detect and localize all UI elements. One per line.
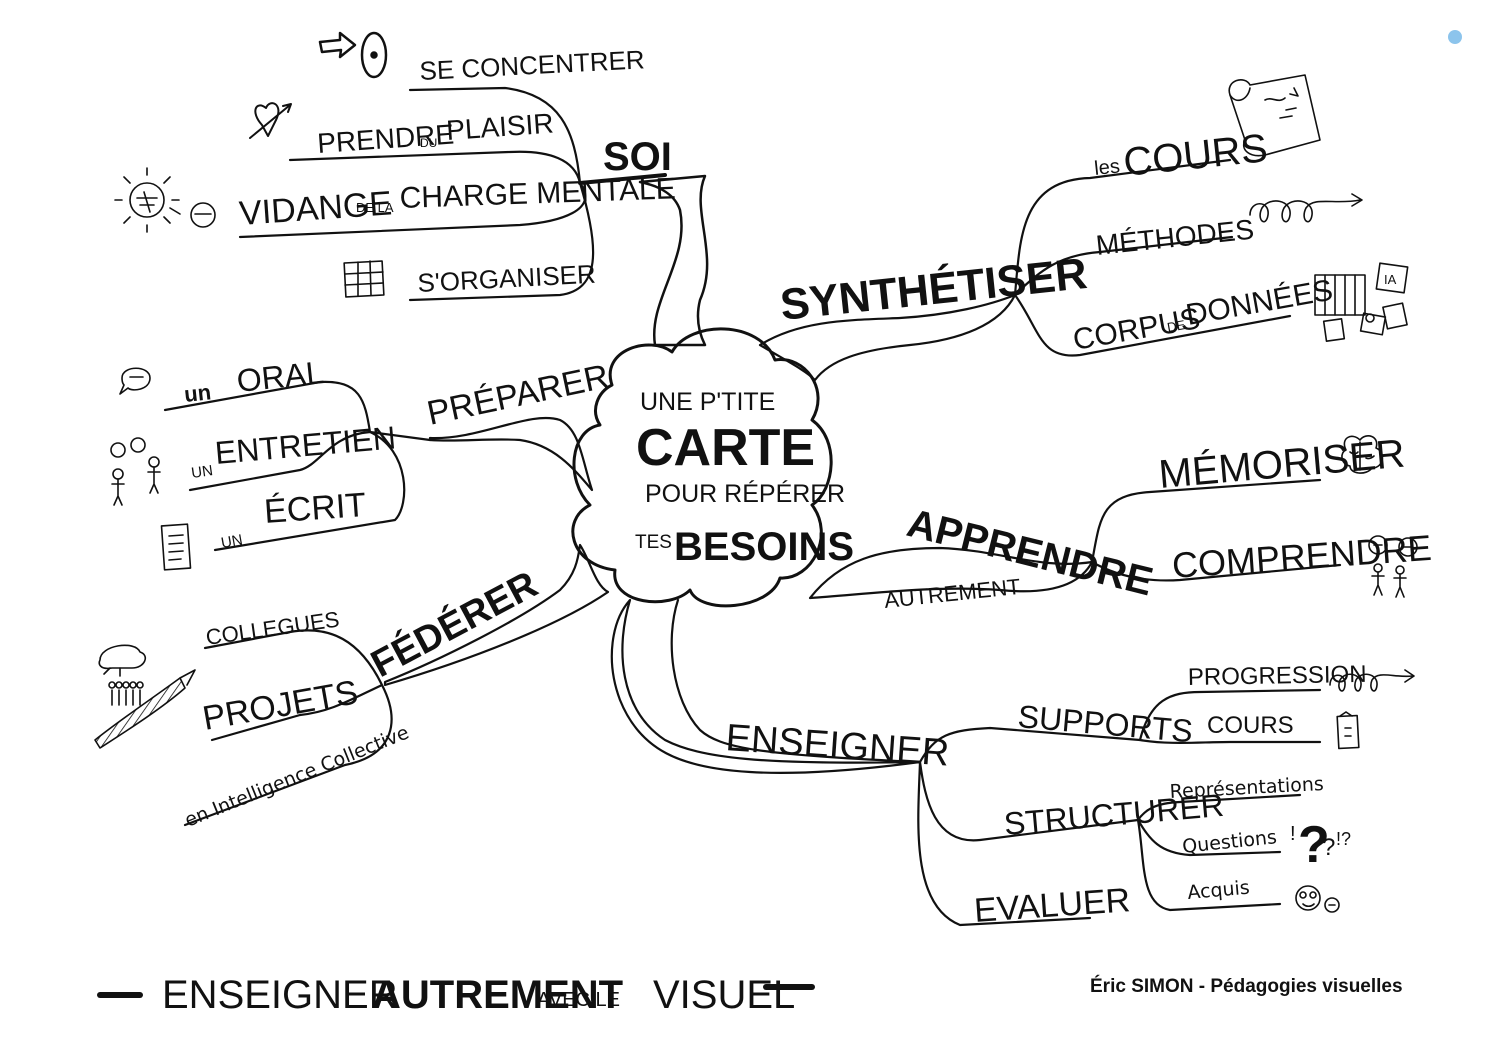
center-line1: UNE P'TITE — [640, 388, 775, 416]
heart-arrow-icon — [249, 102, 292, 139]
preparer-links — [163, 380, 432, 552]
footer-word3: AVEC LE — [537, 989, 620, 1011]
calendar-icon — [343, 260, 385, 298]
enseigner-trunk-inner — [670, 598, 922, 764]
collective-growth-icon — [94, 644, 196, 749]
supports-links — [1138, 688, 1322, 744]
preparer-entretien-b: ENTRETIEN — [213, 419, 397, 471]
federer-links — [183, 629, 393, 827]
smiley-face-icon — [1295, 885, 1340, 913]
footer-word1: ENSEIGNER — [162, 973, 398, 1017]
federer-collegues: COLLEGUES — [204, 606, 341, 649]
apprendre-sublabel: AUTREMENT — [883, 574, 1022, 613]
federer-trunk — [383, 543, 610, 687]
arrow-target-icon — [318, 31, 388, 79]
data-corpus-icon: IA — [1314, 262, 1409, 342]
apprendre-links — [1090, 478, 1342, 582]
speech-bubble-icon — [119, 367, 151, 395]
preparer-trunk — [428, 416, 594, 492]
footer-word4: VISUEL — [653, 973, 795, 1017]
federer-projets: PROJETS — [200, 673, 361, 738]
soi-vidange-c: CHARGE MENTALE — [399, 172, 676, 215]
scroll-map-icon — [1228, 74, 1321, 157]
synthetiser-corpus-c: DONNÉES — [1183, 274, 1335, 332]
understanding-people-icon — [1368, 535, 1418, 598]
structurer-representations: Représentations — [1169, 773, 1324, 803]
spiral-arrow-icon — [1249, 193, 1363, 223]
preparer-oral-a: un — [183, 379, 212, 407]
soi-label: SOI — [603, 135, 672, 179]
enseigner-label: ENSEIGNER — [724, 717, 950, 775]
preparer-entretien-a: UN — [190, 462, 214, 482]
soi-underline — [578, 173, 667, 185]
progression-spiral-icon — [1329, 669, 1415, 692]
marker-dot — [1448, 30, 1462, 44]
preparer-ecrit-a: UN — [220, 531, 244, 552]
synthetiser-corpus-b: DE — [1166, 317, 1187, 335]
svg-text:!?: !? — [1336, 829, 1351, 849]
preparer-oral-b: ORAL — [235, 354, 325, 399]
soi-links — [238, 86, 595, 302]
apprendre-memoriser: MÉMORISER — [1157, 431, 1407, 497]
apprendre-comprendre: COMPRENDRE — [1171, 527, 1433, 586]
enseigner-links — [917, 726, 1142, 927]
course-document-icon — [1336, 711, 1360, 750]
supports-cours: COURS — [1207, 712, 1294, 739]
footer-word2: AUTREMENT — [372, 973, 623, 1017]
soi-plaisir-b: DU — [420, 136, 437, 150]
enseigner-trunk — [610, 598, 922, 774]
evaluer-label: EVALUER — [973, 881, 1131, 930]
soi-trunk — [638, 174, 709, 347]
credit-text: Éric SIMON - Pédagogies visuelles — [1090, 975, 1403, 997]
synthetiser-cours-b: COURS — [1121, 126, 1269, 185]
svg-text:?: ? — [1322, 834, 1335, 861]
preparer-ecrit-b: ÉCRIT — [263, 486, 367, 531]
question-marks-icon: ! ? ? !? — [1290, 816, 1351, 874]
soi-concentrer: SE CONCENTRER — [419, 44, 646, 86]
brain-icon — [1341, 435, 1384, 474]
svg-text:!: ! — [1290, 823, 1296, 845]
soi-vidange-b: DE LA — [356, 200, 394, 215]
svg-text:?: ? — [1298, 816, 1330, 874]
synthetiser-label: SYNTHÉTISER — [778, 248, 1090, 330]
document-icon — [160, 523, 192, 571]
center-line4-big: BESOINS — [674, 525, 854, 569]
synthetiser-trunk — [758, 293, 1017, 382]
synthetiser-links — [1013, 158, 1292, 357]
center-line3: POUR RÉPÉRER — [645, 479, 845, 508]
federer-label: FÉDÉRER — [364, 562, 545, 686]
center-line2: CARTE — [636, 419, 815, 477]
center-line4-small: TES — [635, 532, 672, 553]
structurer-links — [1136, 793, 1302, 912]
structurer-acquis: Acquis — [1187, 877, 1251, 904]
synthetiser-cours-a: les — [1093, 155, 1121, 180]
synthetiser-methodes: MÉTHODES — [1094, 214, 1255, 261]
conversation-people-icon — [110, 437, 161, 506]
soi-plaisir-c: PLAISIR — [445, 108, 554, 146]
ia-label: IA — [1384, 272, 1397, 287]
center-cloud — [571, 327, 833, 608]
sun-brain-icon — [114, 167, 216, 233]
